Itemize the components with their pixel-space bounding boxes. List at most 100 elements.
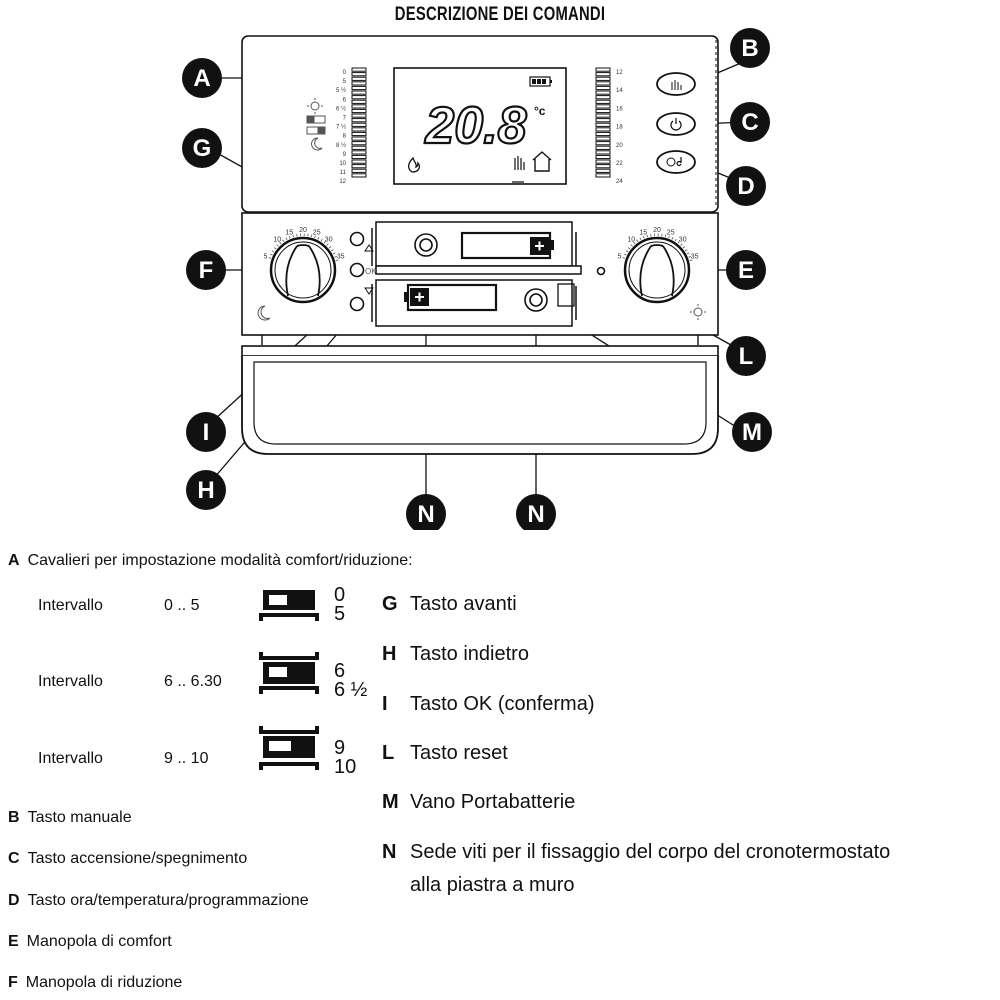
interval-bottom-value: 5	[334, 603, 346, 625]
program-bar	[595, 131, 611, 137]
battery-compartment	[371, 221, 582, 327]
program-bar	[351, 72, 367, 77]
reduction-knob-tick: 20	[299, 227, 307, 234]
legend-item-i: I Tasto OK (conferma)	[382, 694, 595, 714]
legend-a-letter: A	[8, 552, 20, 569]
reduction-knob-tick: 10	[273, 236, 281, 243]
back-button[interactable]	[349, 296, 365, 312]
program-bar	[351, 113, 367, 118]
hour-label: 12	[339, 179, 346, 185]
thermostat-lower-cover	[241, 335, 719, 455]
reduction-knob-tick: 15	[285, 229, 293, 236]
callout-c: C	[730, 102, 770, 142]
interval-top-value: 6	[334, 660, 346, 682]
hour-label: 12	[616, 70, 623, 76]
right-program-bars	[595, 67, 611, 178]
power-button[interactable]	[656, 112, 696, 136]
program-bar	[595, 118, 611, 123]
program-bar	[595, 168, 611, 173]
legend-a-text: Cavalieri per impostazione modalità comf…	[27, 552, 413, 569]
callout-letter: A	[193, 65, 210, 92]
callout-f: F	[186, 250, 226, 290]
battery-icon	[529, 76, 552, 87]
program-bar	[595, 136, 611, 141]
interval-range: 0 .. 5	[164, 597, 200, 614]
flame-icon	[407, 156, 420, 173]
reduction-knob-tick: 5	[263, 253, 267, 260]
program-bar	[351, 159, 367, 164]
callout-e: E	[726, 250, 766, 290]
interval-range: 9 .. 10	[164, 750, 209, 767]
comfort-knob-tick: 20	[653, 227, 661, 234]
program-bar	[595, 85, 611, 91]
program-bar	[595, 67, 611, 72]
program-bar	[595, 108, 611, 114]
program-bar	[595, 150, 611, 155]
program-bar	[351, 145, 367, 150]
hour-label: 24	[616, 179, 623, 185]
legend-letter: F	[8, 974, 18, 991]
hour-label: 6	[343, 97, 347, 103]
legend-text-continued: alla piastra a muro	[410, 874, 575, 896]
legend-text: Tasto OK (conferma)	[410, 693, 595, 715]
program-bar	[351, 173, 367, 178]
comfort-knob-tick: 15	[639, 229, 647, 236]
reduction-knob[interactable]	[269, 236, 337, 304]
legend-item-g: G Tasto avanti	[382, 594, 517, 614]
rider-switch-6-630	[259, 652, 319, 694]
program-bar	[595, 145, 611, 150]
program-bar	[595, 127, 611, 132]
hour-label: 6 ½	[336, 105, 346, 112]
reset-button[interactable]	[596, 266, 606, 276]
legend-text: Tasto reset	[410, 742, 508, 764]
program-bar	[595, 164, 611, 169]
program-bar	[595, 154, 611, 160]
callout-h: H	[186, 470, 226, 510]
program-bar	[595, 141, 611, 146]
reduction-knob-tick: 25	[313, 229, 321, 236]
legend-text: Tasto manuale	[27, 809, 132, 826]
callout-a: A	[182, 58, 222, 98]
moon-icon	[311, 137, 323, 151]
callout-n: N	[406, 494, 446, 530]
manual-button[interactable]	[656, 72, 696, 96]
callout-letter: F	[199, 257, 214, 284]
comfort-knob[interactable]	[623, 236, 691, 304]
hour-label: 8	[343, 134, 347, 140]
legend-letter: I	[382, 693, 388, 715]
legend-letter: M	[382, 791, 399, 813]
hand-icon	[512, 156, 525, 183]
legend-letter: H	[382, 643, 397, 665]
callout-i: I	[186, 412, 226, 452]
forward-button[interactable]	[349, 231, 365, 247]
program-bar	[351, 131, 367, 137]
time-temp-program-button[interactable]	[656, 150, 696, 174]
callout-m: M	[732, 412, 772, 452]
callout-letter: D	[737, 173, 754, 200]
clock-icon	[666, 157, 676, 167]
sun-icon	[690, 304, 706, 320]
callout-l: L	[726, 336, 766, 376]
program-bar	[351, 108, 367, 114]
ok-button[interactable]	[349, 262, 365, 278]
program-bar	[595, 76, 611, 81]
legend-letter: G	[382, 593, 398, 615]
program-bar	[595, 72, 611, 77]
interval-top-value: 0	[334, 584, 346, 606]
lcd-unit: °c	[534, 104, 546, 118]
program-bar	[595, 113, 611, 118]
callout-b: B	[730, 28, 770, 68]
program-bar	[351, 81, 367, 86]
program-bar	[351, 90, 367, 95]
program-bar	[351, 95, 367, 100]
lcd-screen	[393, 67, 567, 185]
hour-label: 7	[343, 116, 347, 122]
legend-text: Tasto avanti	[410, 593, 517, 615]
moon-icon	[257, 305, 271, 321]
